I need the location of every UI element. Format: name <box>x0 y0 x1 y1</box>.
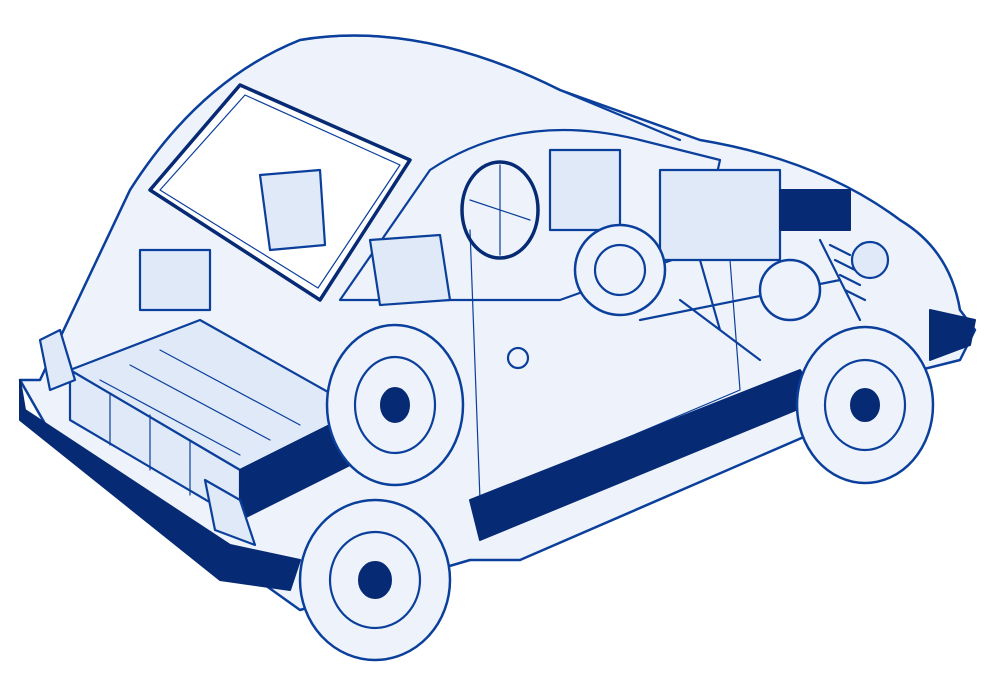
door-handle <box>506 346 530 370</box>
front-wheel <box>795 325 935 485</box>
rear-bumper <box>19 379 301 591</box>
spare-wheel <box>325 323 465 487</box>
side-window <box>338 128 722 302</box>
front-seat <box>368 233 452 307</box>
taillight <box>203 478 257 547</box>
steering-wheel <box>460 160 540 260</box>
roof-line <box>128 34 682 192</box>
motor-assembly <box>548 148 890 362</box>
rear-wheel <box>298 498 452 662</box>
rear-seat <box>258 168 327 252</box>
taillight <box>38 328 77 392</box>
front-bumper <box>929 309 976 361</box>
